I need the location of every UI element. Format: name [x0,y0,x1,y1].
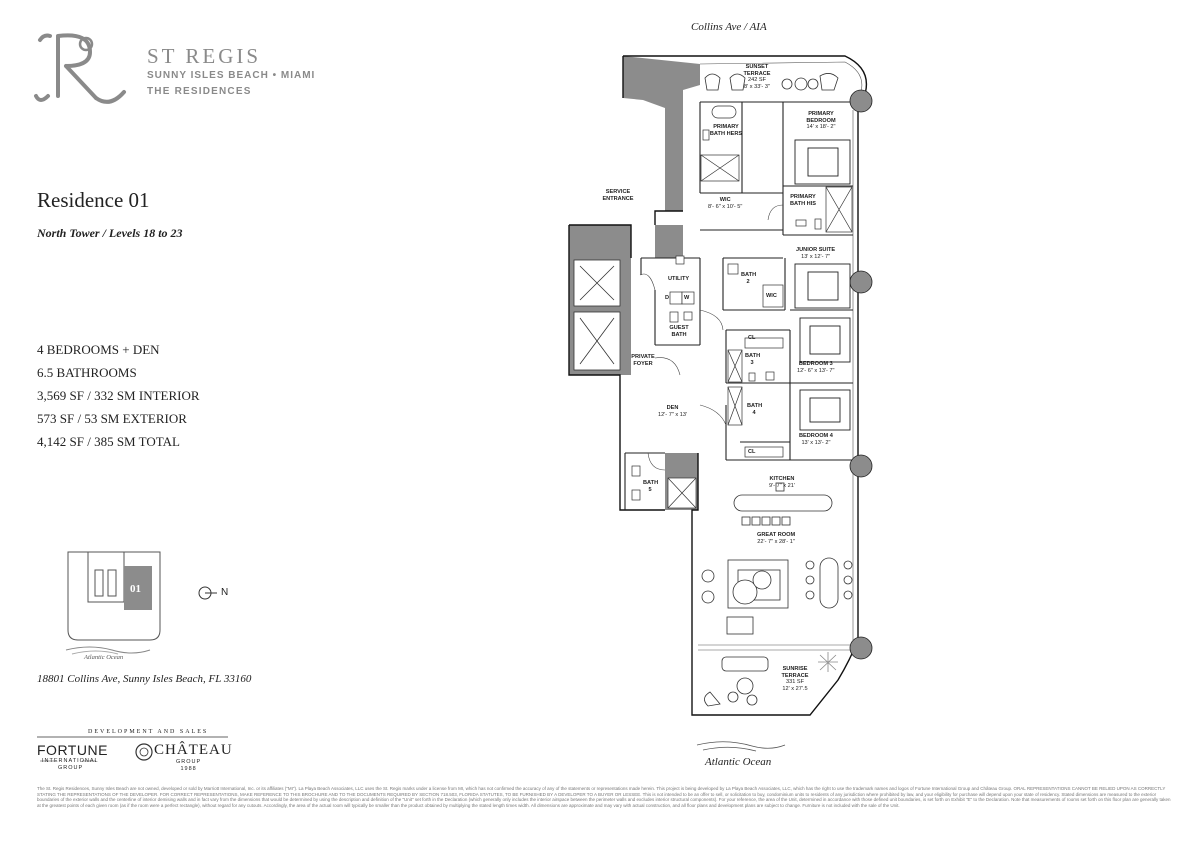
closet-label-1: CL [748,335,756,341]
room-primary-bedroom: PRIMARY BEDROOM 14' x 18'- 2" [800,111,842,131]
room-name: DEN [666,405,679,411]
dryer-label: D [665,295,670,301]
fortune-sub-2: GROUP [58,765,84,771]
room-name: SUNSET TERRACE [743,64,771,77]
room-area: 331 SF [785,679,805,686]
room-dim: 8' x 33'- 3" [744,83,770,90]
room-dim: 9'- 7" x 21' [769,482,795,489]
key-plan-ocean-label: Atlantic Ocean [84,654,124,661]
fortune-sub: INTERNATIONAL GROUP [42,758,99,772]
stat-bathrooms: 6.5 BATHROOMS [37,365,137,380]
brand-name: ST REGIS [147,44,262,68]
room-dim: 12'- 7" x 13' [658,411,687,418]
residence-stats: 4 BEDROOMS + DEN 6.5 BATHROOMS 3,569 SF … [37,338,200,453]
north-label: N [221,587,229,598]
room-bedroom-3: BEDROOM 3 12'- 6" x 13'- 7" [797,361,835,374]
room-name: WIC [719,197,731,203]
stat-total: 4,142 SF / 385 SM TOTAL [37,434,180,449]
room-sunset-terrace: SUNSET TERRACE 242 SF 8' x 33'- 3" [735,64,779,90]
room-kitchen: KITCHEN 9'- 7" x 21' [769,476,795,489]
bed-icons [794,139,851,431]
washer-label: W [684,295,690,301]
room-dim: 22'- 7" x 28'- 1" [757,538,795,545]
chateau-crest-icon [135,743,153,761]
room-dim: 8'- 6" x 10'- 5" [708,203,743,210]
room-name: GREAT ROOM [757,532,796,538]
stat-interior: 3,569 SF / 332 SM INTERIOR [37,388,200,403]
room-service-entrance: SERVICE ENTRANCE [602,189,634,202]
room-dim: 14' x 18'- 2" [806,124,836,131]
room-name: JUNIOR SUITE [796,247,836,253]
room-dim: 13' x 12'- 7" [801,253,831,260]
stat-bedrooms: 4 BEDROOMS + DEN [37,342,160,357]
closet-label-2: CL [748,449,756,455]
room-dim: 12' x 27'.5 [782,685,808,692]
chateau-logo: CHÂTEAU [154,742,233,758]
room-sunrise-terrace: SUNRISE TERRACE 331 SF 12' x 27'.5 [778,666,812,692]
room-dim: 13' x 13'- 2" [801,439,831,446]
road-label: Collins Ave / AIA [691,21,767,33]
room-name: BEDROOM 4 [799,433,833,439]
room-bath-5: BATH 5 [643,480,659,493]
fortune-logo: FORTUNE [37,742,108,758]
north-arrow-icon [198,586,212,600]
room-name: BEDROOM 3 [798,361,833,367]
chateau-sub-1: GROUP [176,759,202,765]
room-wic-2: WIC [766,293,777,299]
fortune-sub-1: INTERNATIONAL [42,758,99,764]
room-dim: 12'- 6" x 13'- 7" [797,367,835,374]
room-great-room: GREAT ROOM 22'- 7" x 28'- 1" [757,532,795,545]
chateau-sub: GROUP 1988 [176,759,201,772]
residence-subtitle: North Tower / Levels 18 to 23 [37,226,183,240]
room-area: 242 SF [747,77,767,84]
room-name: PRIMARY BEDROOM [806,111,836,124]
room-primary-bath-hers: PRIMARY BATH HERS [709,124,743,137]
room-private-foyer: PRIVATE FOYER [631,354,655,367]
residence-title: Residence 01 [37,188,150,212]
legal-disclaimer: The St. Regis Residences, Sunny Isles Be… [37,786,1171,808]
room-den: DEN 12'- 7" x 13' [658,405,687,418]
ocean-label: Atlantic Ocean [705,756,772,768]
room-bath-4: BATH 4 [747,403,763,416]
room-utility: UTILITY [668,276,690,282]
address: 18801 Collins Ave, Sunny Isles Beach, FL… [37,673,252,685]
room-guest-bath: GUEST BATH [669,325,689,338]
brand-subtitle-residences: THE RESIDENCES [147,86,252,97]
development-label: DEVELOPMENT AND SALES [88,729,209,735]
room-wic: WIC 8'- 6" x 10'- 5" [708,197,742,210]
room-primary-bath-his: PRIMARY BATH HIS [790,194,816,207]
room-bath-3: BATH 3 [745,353,761,366]
room-name: SUNRISE TERRACE [781,666,809,679]
chateau-sub-2: 1988 [180,765,197,772]
room-bedroom-4: BEDROOM 4 13' x 13'- 2" [799,433,833,446]
brand-subtitle: SUNNY ISLES BEACH • MIAMI [147,70,316,81]
stat-exterior: 573 SF / 53 SM EXTERIOR [37,411,187,426]
room-name: KITCHEN [769,476,795,482]
room-junior-suite: JUNIOR SUITE 13' x 12'- 7" [796,247,835,260]
room-bath-2: BATH 2 [741,272,757,285]
key-plan-unit-label: 01 [130,583,141,595]
